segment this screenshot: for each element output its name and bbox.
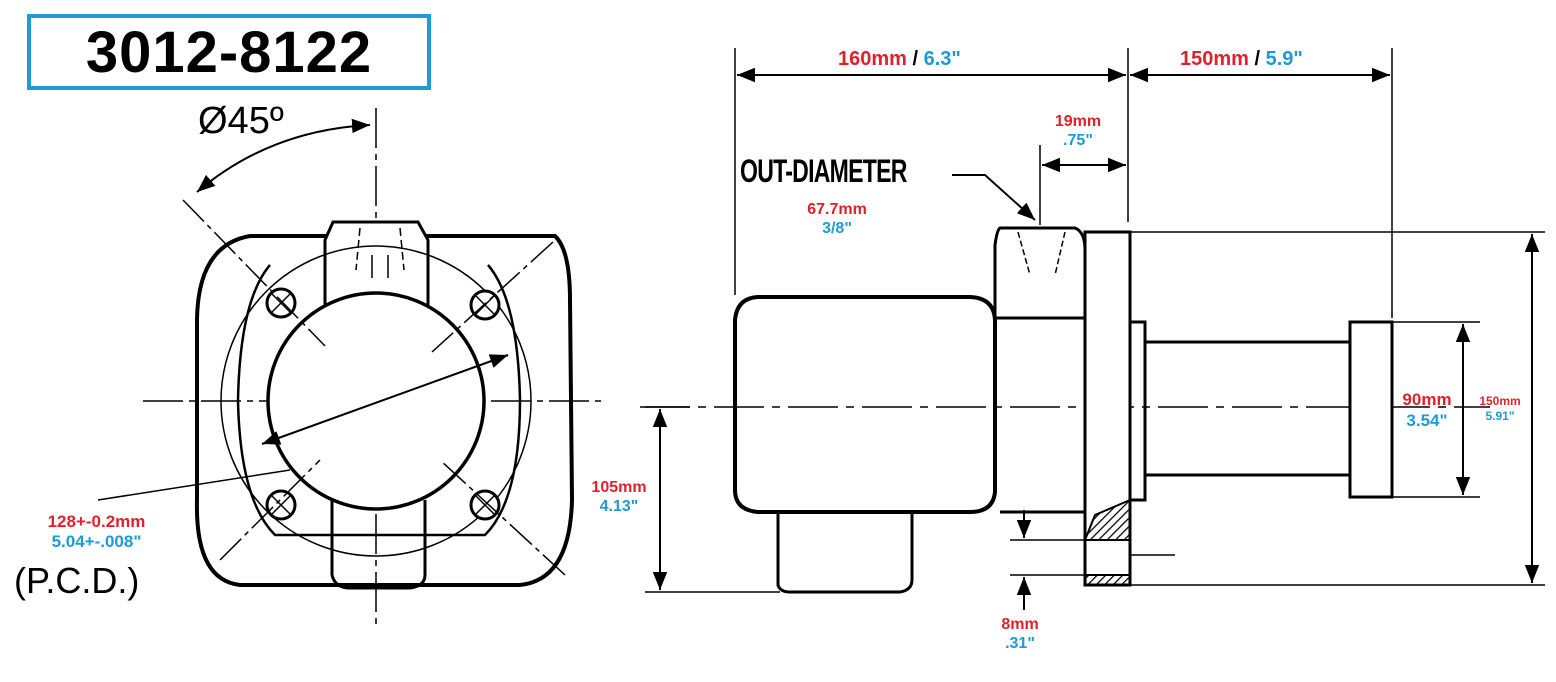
overall-left-dimension: 160mm / 6.3"	[838, 48, 961, 71]
overall-left-imperial: 6.3"	[923, 48, 961, 70]
outlet-width-dimension: 19mm .75"	[1040, 112, 1116, 150]
overall-left-metric: 160mm	[838, 48, 907, 70]
pcd-imperial: 5.04+-.008"	[51, 532, 142, 551]
overall-right-metric: 150mm	[1180, 48, 1249, 70]
center-height-metric: 105mm	[591, 479, 647, 496]
front-view	[97, 108, 605, 630]
flange-height-imperial: 5.91"	[1485, 409, 1515, 423]
overall-left-separator: /	[912, 48, 919, 70]
pcd-dimension-label: 128+-0.2mm 5.04+-.008"	[14, 512, 179, 552]
part-number-box: 3012-8122	[27, 14, 431, 90]
part-number: 3012-8122	[85, 19, 373, 85]
out-diameter-imperial: 3/8"	[822, 220, 852, 237]
overall-right-dimension: 150mm / 5.9"	[1180, 48, 1303, 71]
pcd-metric: 128+-0.2mm	[47, 512, 146, 531]
out-diameter-metric: 67.7mm	[807, 201, 867, 218]
angle-label: Ø45º	[198, 100, 284, 142]
shaft-diameter-dimension: 90mm 3.54"	[1394, 389, 1460, 431]
flange-thickness-metric: 8mm	[1001, 616, 1039, 633]
flange-height-dimension: 150mm 5.91"	[1472, 394, 1528, 424]
out-diameter-callout: OUT-DIAMETER	[740, 153, 907, 189]
side-view	[640, 48, 1545, 610]
out-diameter-dimension: 67.7mm 3/8"	[792, 200, 882, 238]
outlet-width-metric: 19mm	[1054, 113, 1102, 130]
flange-thickness-imperial: .31"	[1005, 635, 1035, 652]
shaft-diameter-metric: 90mm	[1402, 390, 1452, 409]
pcd-note: (P.C.D.)	[14, 560, 140, 601]
outlet-width-imperial: .75"	[1063, 132, 1093, 149]
overall-right-separator: /	[1254, 48, 1261, 70]
flange-thickness-dimension: 8mm .31"	[990, 615, 1050, 653]
flange-height-metric: 150mm	[1479, 394, 1521, 408]
center-height-dimension: 105mm 4.13"	[584, 478, 654, 516]
center-height-imperial: 4.13"	[599, 498, 639, 515]
shaft-diameter-imperial: 3.54"	[1406, 411, 1448, 430]
overall-right-imperial: 5.9"	[1265, 48, 1303, 70]
